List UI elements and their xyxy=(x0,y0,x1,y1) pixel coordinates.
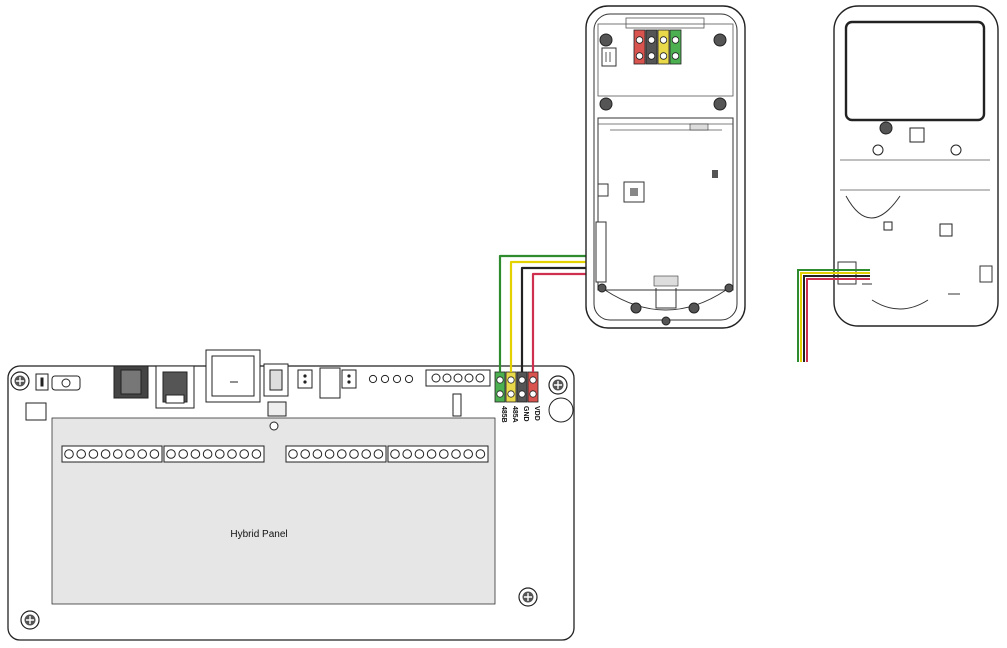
terminal-block xyxy=(61,445,163,463)
rs485-terminal-block: 485B 485A GND VDD xyxy=(494,371,540,423)
back-wire xyxy=(806,278,870,362)
back-plate-wire-stub xyxy=(797,269,870,362)
terminal-485b: 485B xyxy=(494,371,507,423)
panel-label: Hybrid Panel xyxy=(230,529,287,540)
reader-terminal xyxy=(633,29,646,65)
board-components xyxy=(25,349,574,431)
terminal-block xyxy=(387,445,489,463)
reader-terminal xyxy=(669,29,682,65)
aux-connector-strip xyxy=(425,369,491,387)
reader-back-plate xyxy=(833,5,999,327)
terminal-label: GND xyxy=(522,406,529,422)
reader-terminal xyxy=(657,29,670,65)
terminal-vdd: VDD xyxy=(527,371,540,421)
terminal-label: 485A xyxy=(511,406,518,423)
back-wire xyxy=(800,272,870,362)
mounting-screw-icon xyxy=(518,587,538,607)
reader-open-view xyxy=(585,5,746,329)
back-wire xyxy=(803,275,870,362)
board-component-dots xyxy=(303,374,351,384)
mounting-screw-icon xyxy=(10,371,30,391)
terminal-label: 485B xyxy=(500,406,507,423)
back-wire xyxy=(797,269,870,362)
mounting-screw-icon xyxy=(20,610,40,630)
mounting-screw-icon xyxy=(548,375,568,395)
hybrid-panel-board: 485B 485A GND VDD Hybrid Panel xyxy=(7,349,575,641)
terminal-block xyxy=(285,445,387,463)
terminal-block-rows xyxy=(61,445,489,463)
reader-terminal xyxy=(645,29,658,65)
reader-screws xyxy=(597,33,734,326)
reader-terminal-block xyxy=(633,29,682,65)
terminal-block xyxy=(163,445,265,463)
terminal-label: VDD xyxy=(533,406,540,421)
